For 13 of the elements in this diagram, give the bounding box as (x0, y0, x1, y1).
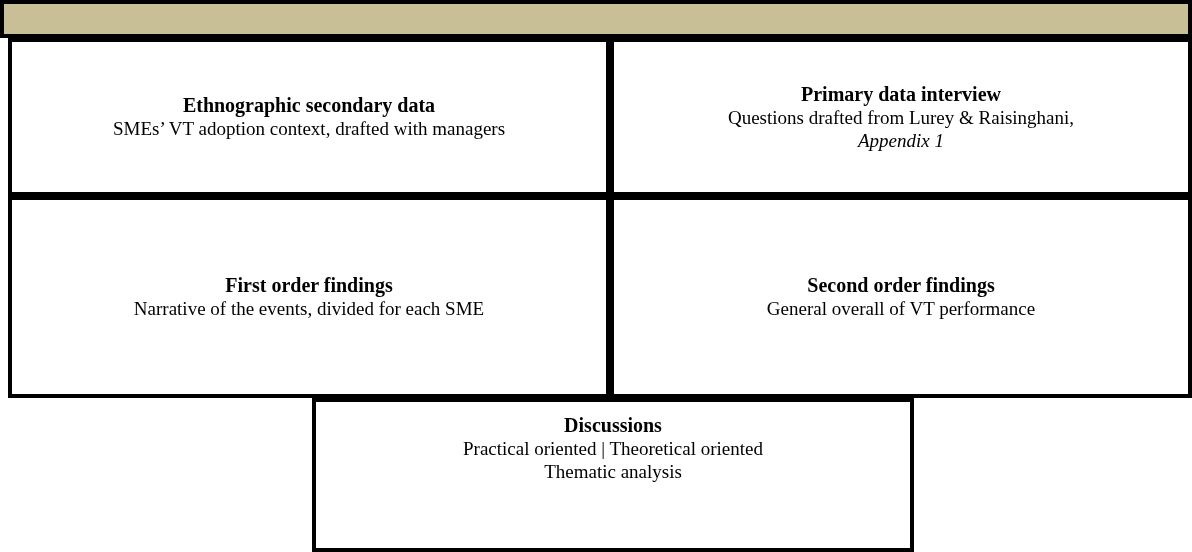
section-text: Thematic analysis (544, 460, 682, 483)
section-heading: Ethnographic secondary data (182, 94, 436, 117)
section-text: Narrative of the events, divided for each SME (133, 297, 485, 320)
section-heading: Discussions (564, 414, 662, 437)
section-box (312, 398, 914, 552)
section-text: Questions drafted from Lurey & Raisinghani, Appendix 1 (726, 106, 1076, 152)
header-bar (0, 0, 1192, 38)
section-text: SMEs’ VT adoption context, drafted with managers (112, 117, 506, 140)
section-heading: Second order findings (807, 274, 995, 297)
section-text: General overall of VT performance (766, 297, 1036, 320)
section-heading: Primary data interview (801, 82, 1001, 106)
section-text: Practical oriented | Theoretical oriented (463, 437, 763, 460)
section-heading: First order findings (225, 274, 393, 297)
